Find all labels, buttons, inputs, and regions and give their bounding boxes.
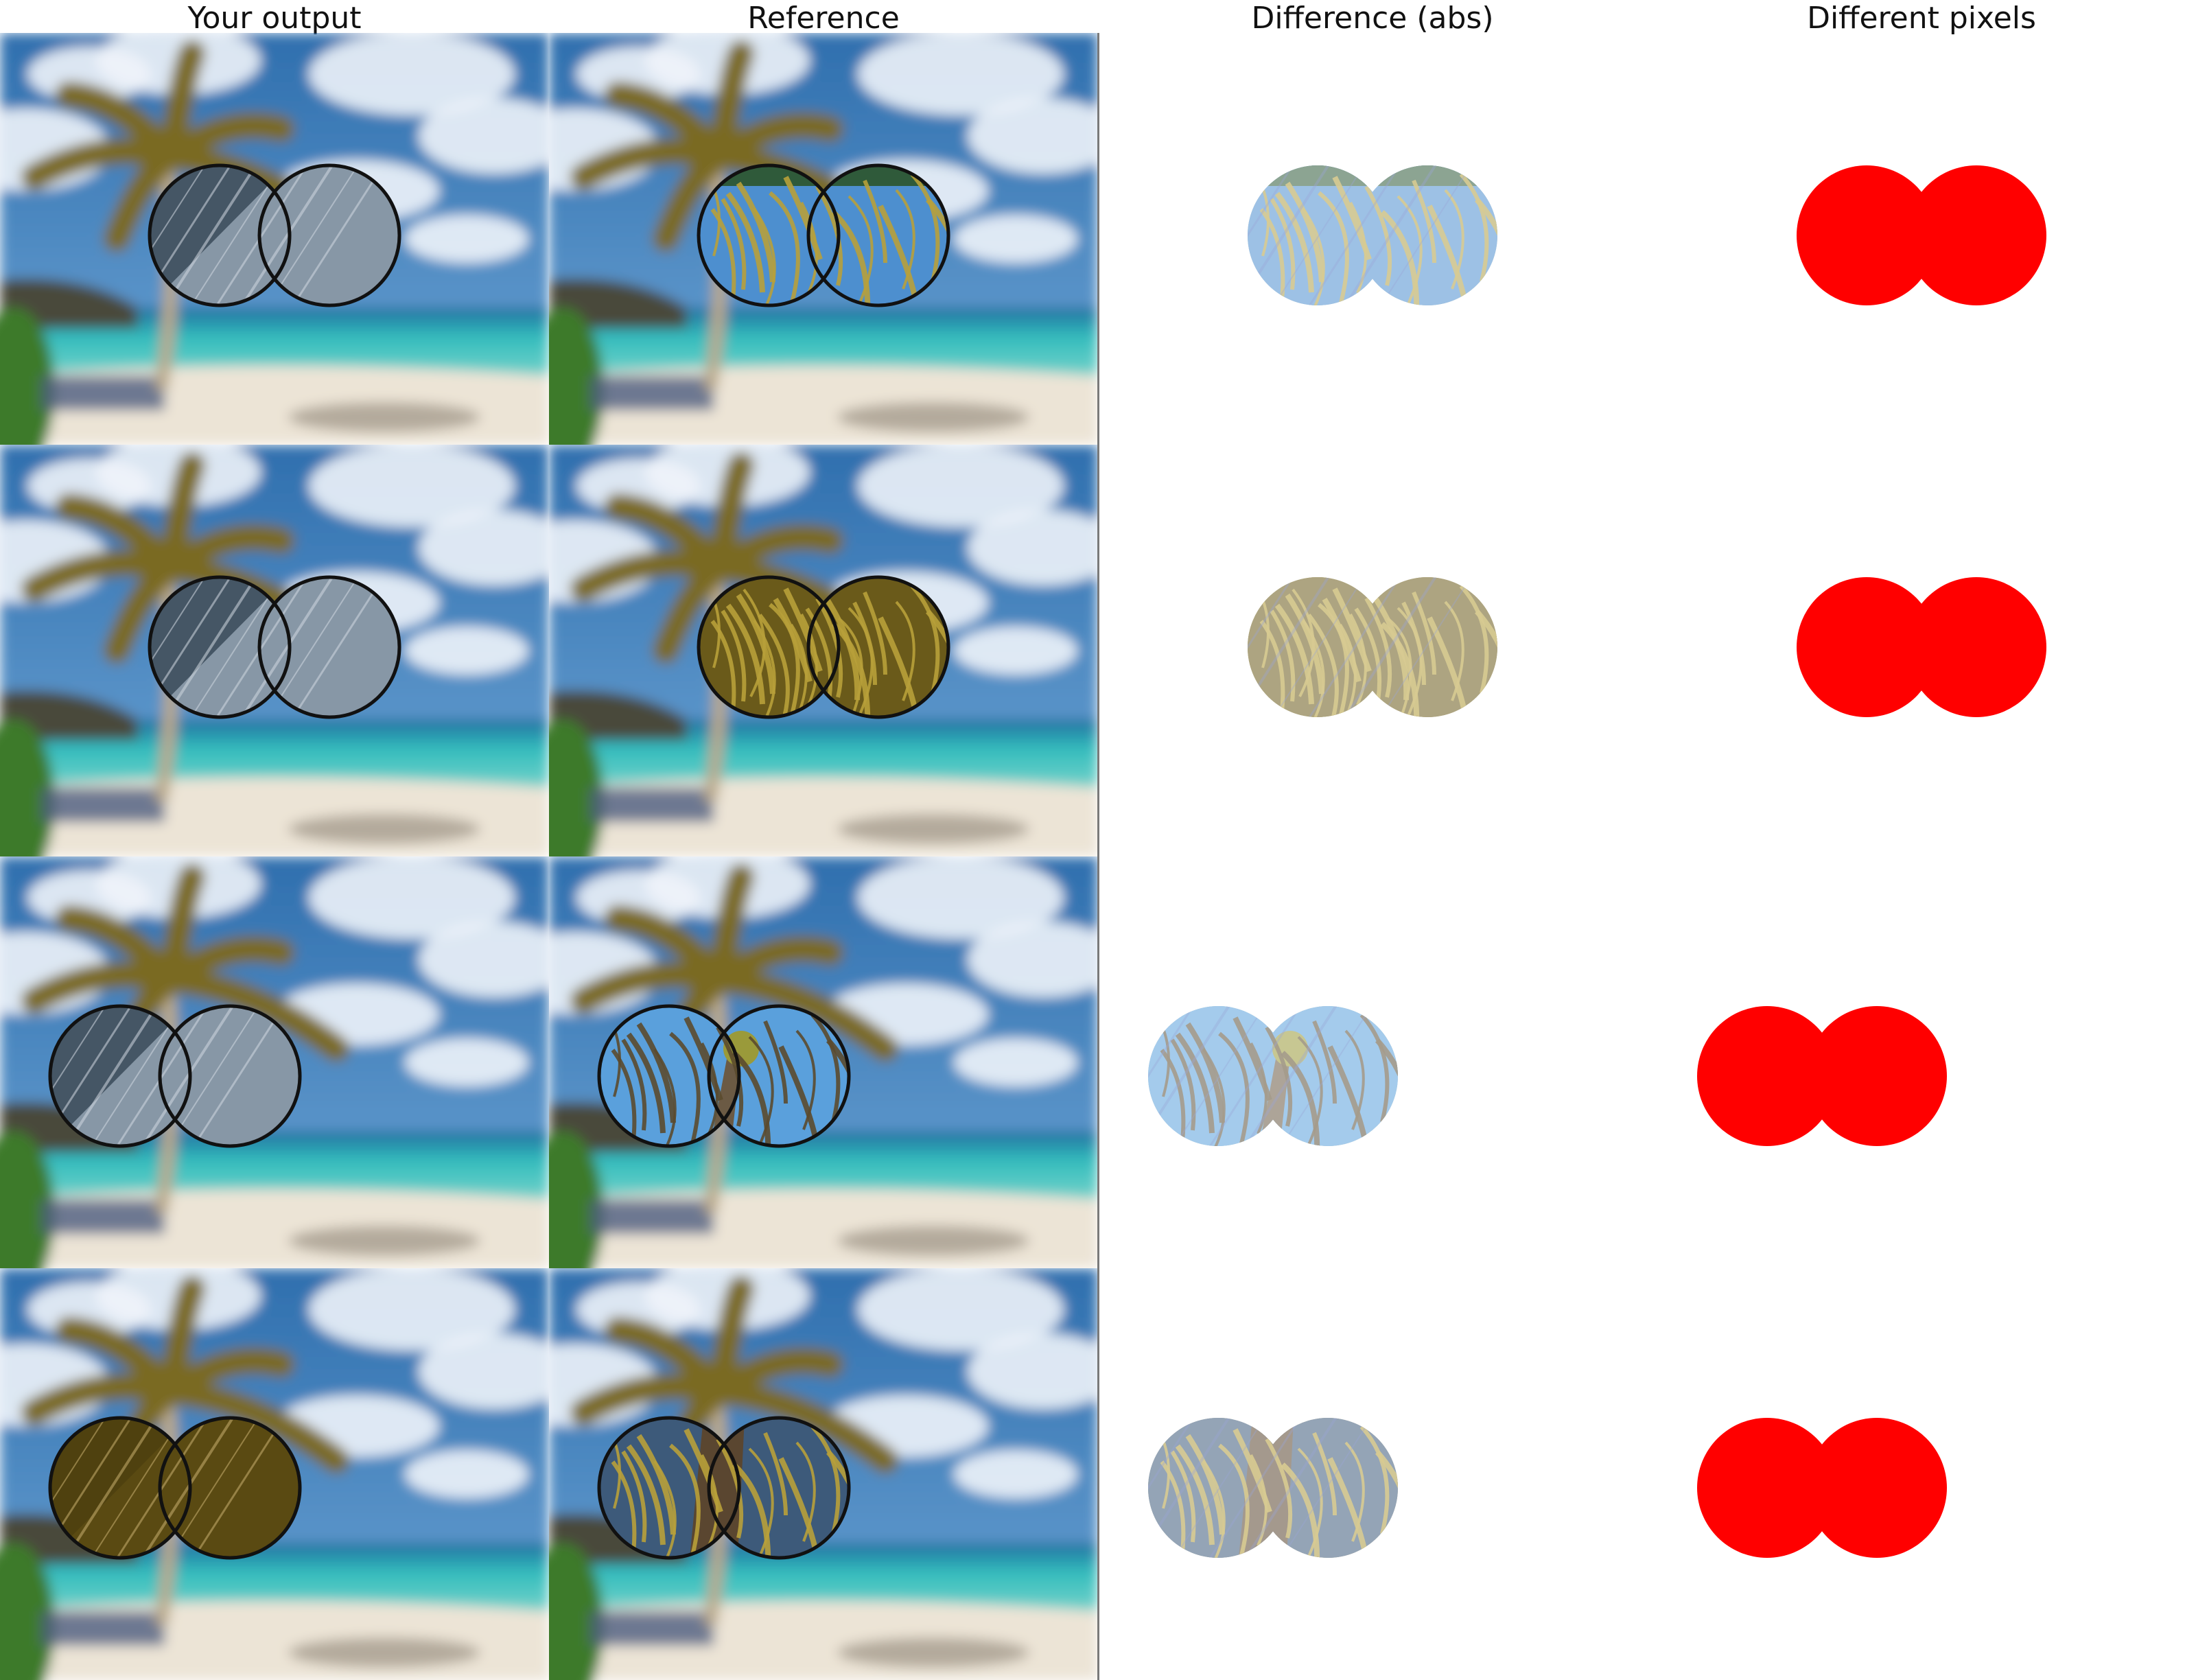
output-panel: [0, 33, 549, 445]
binocular-mask-shape: [148, 163, 401, 307]
column-title-output: Your output: [187, 1, 362, 36]
binocular-mask-shape: [697, 575, 950, 719]
beach-scene-image: [549, 445, 1098, 856]
binocular-mask-shape: [597, 1416, 851, 1560]
difference-lens: [1148, 1006, 1398, 1146]
binocular-mask-shape: [48, 1004, 302, 1148]
different-pixels-panel: [1647, 856, 2196, 1268]
beach-scene-image: [0, 33, 549, 445]
different-pixels-mask: [1797, 577, 2046, 717]
difference-panel: [1098, 1268, 1647, 1680]
binocular-mask-shape: [697, 163, 950, 307]
column-title-different-pixels: Different pixels: [1807, 1, 2036, 36]
different-pixels-panel: [1647, 33, 2196, 445]
difference-lens: [1148, 1418, 1398, 1558]
output-panel: [0, 1268, 549, 1680]
different-pixels-panel: [1647, 445, 2196, 856]
different-pixels-mask: [1697, 1418, 1947, 1558]
difference-panel: [1098, 856, 1647, 1268]
reference-panel: [549, 445, 1098, 856]
binocular-mask-shape: [597, 1004, 851, 1148]
output-panel: [0, 856, 549, 1268]
difference-lens: [1248, 165, 1497, 305]
binocular-mask-shape: [148, 575, 401, 719]
column-title-reference: Reference: [747, 1, 900, 36]
difference-panel: [1098, 445, 1647, 856]
column-title-difference: Difference (abs): [1251, 1, 1494, 36]
difference-panel: [1098, 33, 1647, 445]
binocular-mask-shape: [48, 1416, 302, 1560]
different-pixels-panel: [1647, 1268, 2196, 1680]
output-panel: [0, 445, 549, 856]
difference-lens: [1248, 577, 1497, 717]
reference-panel: [549, 856, 1098, 1268]
reference-panel: [549, 1268, 1098, 1680]
different-pixels-mask: [1797, 165, 2046, 305]
column-divider: [1097, 33, 1099, 1680]
different-pixels-mask: [1697, 1006, 1947, 1146]
reference-panel: [549, 33, 1098, 445]
